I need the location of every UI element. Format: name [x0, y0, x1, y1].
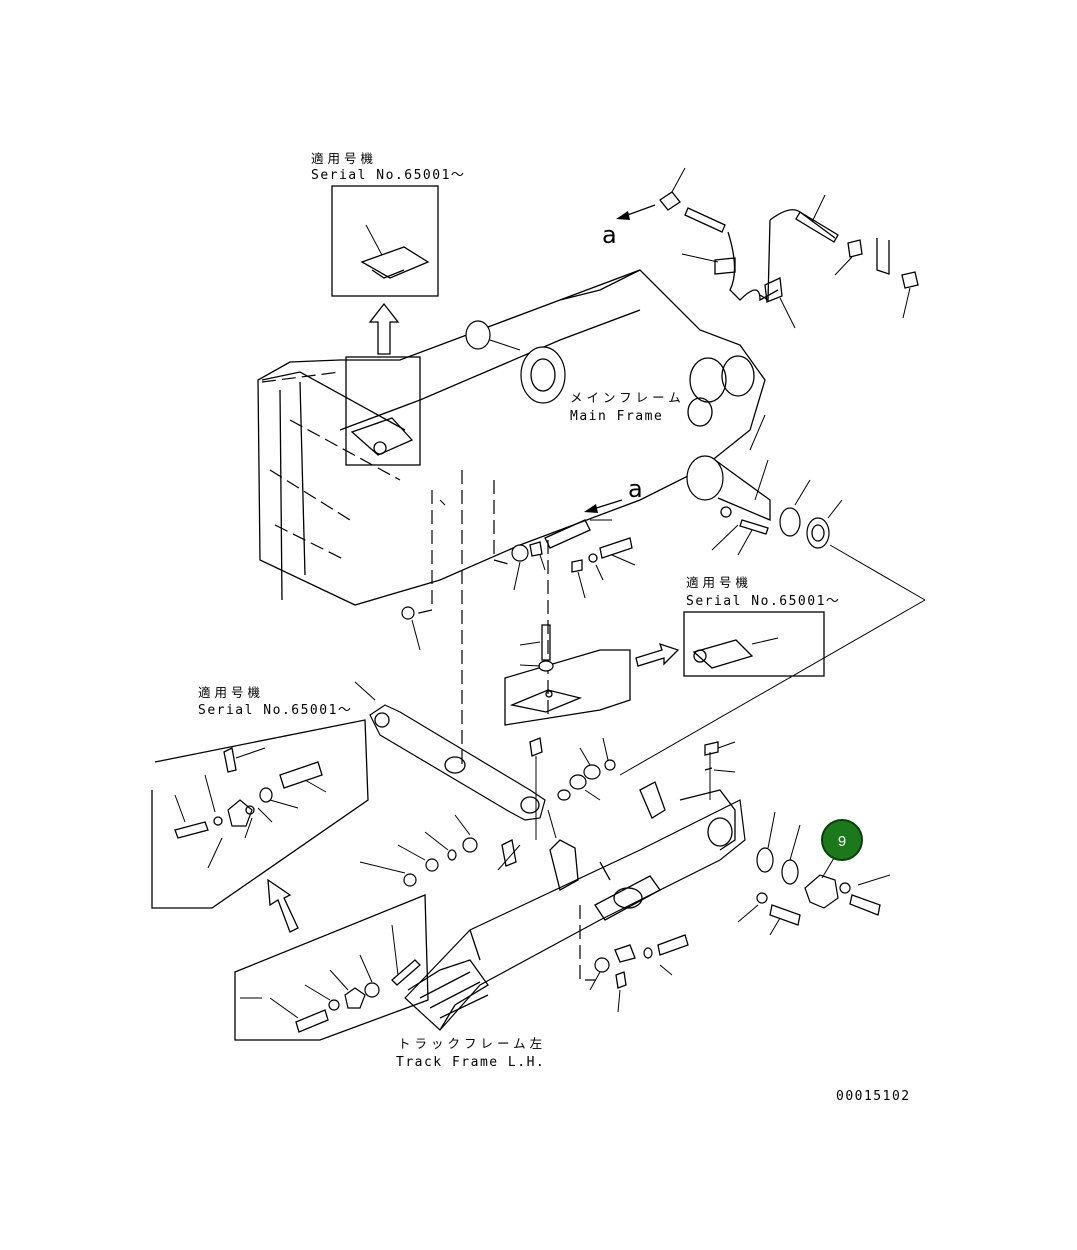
callout-left: 適用号機 Serial No.65001～	[151, 685, 369, 933]
callout-middle-serial: Serial No.65001～	[686, 594, 840, 609]
callout-top-left-box	[331, 185, 439, 297]
arrow-up	[368, 302, 400, 355]
equalizer-bar	[354, 470, 546, 821]
drawing-number: 00015102	[836, 1089, 911, 1104]
callout-top-left-jp: 適用号機	[311, 151, 377, 166]
callout-left-jp: 適用号機	[198, 685, 264, 700]
main-frame-label-jp: メインフレーム	[570, 390, 685, 405]
hose-fittings	[659, 167, 919, 329]
main-frame-assembly: メインフレーム Main Frame a a	[257, 204, 766, 606]
track-frame-assembly: トラックフレーム左 Track Frame L.H.	[396, 781, 746, 1070]
track-frame-outline	[404, 799, 746, 1031]
view-mark-a-lower: a	[628, 475, 643, 503]
highlight-circle[interactable]	[821, 819, 863, 861]
callout-middle-box	[683, 611, 825, 677]
plate-detail	[360, 246, 430, 279]
flange-left	[520, 346, 566, 404]
lower-parts	[359, 737, 891, 1013]
callout-top-left-serial: Serial No.65001～	[311, 168, 465, 183]
callout-middle-jp: 適用号機	[686, 575, 752, 590]
main-frame-outline	[257, 269, 766, 606]
callout-top-left: 適用号機 Serial No.65001～	[311, 151, 465, 355]
frame-detail-box	[345, 356, 421, 466]
callout-left-serial: Serial No.65001～	[198, 703, 352, 718]
lower-left-detail	[234, 894, 429, 1041]
arrow-right	[635, 642, 680, 667]
pivot-shaft-parts	[439, 414, 926, 776]
part-callout-9[interactable]: 9	[821, 819, 863, 879]
callout-left-frame	[151, 719, 369, 909]
track-frame-label-en: Track Frame L.H.	[396, 1055, 545, 1070]
main-frame-label-en: Main Frame	[570, 409, 663, 424]
view-mark-a-upper: a	[602, 221, 617, 249]
highlight-label: 9	[838, 833, 846, 850]
callout-middle-right: 適用号機 Serial No.65001～	[504, 575, 840, 726]
track-frame-label-jp: トラックフレーム左	[398, 1036, 546, 1051]
arrow-up-lower	[267, 878, 299, 933]
